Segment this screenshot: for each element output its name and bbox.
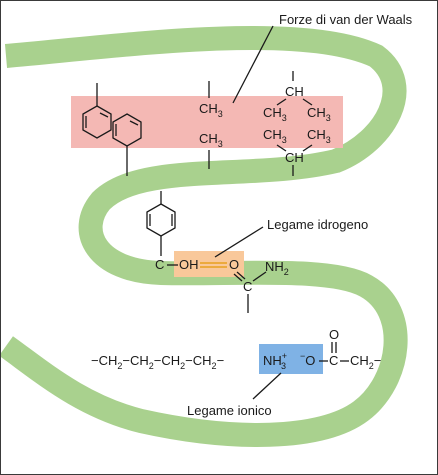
hydroxyl-group: OH — [179, 257, 199, 272]
ch-group-top: CH — [285, 84, 304, 99]
polypeptide-chain — [1, 26, 408, 447]
van-der-waals-structures: CH3 CH3 CH CH3 CH3 CH3 CH3 CH — [82, 71, 331, 176]
carbonyl-oxygen-2: O — [329, 327, 339, 342]
c-atom-2: C — [243, 279, 252, 294]
methyl-group-2: CH3 — [199, 131, 223, 149]
amide-group: NH2 — [265, 259, 289, 277]
benzene-ring-1 — [82, 105, 112, 139]
hydrogen-bond-structures: C OH O C NH2 — [146, 191, 289, 313]
c-atom-1: C — [155, 257, 164, 272]
hydrogen-bond-label: Legame idrogeno — [267, 217, 368, 232]
ch-group-bottom: CH — [285, 150, 304, 165]
c-atom-3: C — [329, 353, 338, 368]
carboxylate-oxygen: −O — [300, 351, 315, 368]
methyl-group-5: CH3 — [263, 127, 287, 145]
ionic-bond-label: Legame ionico — [187, 403, 272, 418]
methyl-group-6: CH3 — [307, 127, 331, 145]
hydrogen-bond-box — [174, 251, 244, 277]
phenol-ring — [146, 203, 176, 237]
ammonium-group: NH+3 — [263, 351, 287, 371]
van-der-waals-label: Forze di van der Waals — [279, 12, 413, 27]
ionic-bond-structures: −CH2−CH2−CH2−CH2− NH+3 −O C O CH2− — [91, 327, 381, 371]
ionic-bond-pointer — [252, 372, 282, 400]
methyl-group-3: CH3 — [263, 105, 287, 123]
methyl-group-1: CH3 — [199, 101, 223, 119]
carbonyl-oxygen: O — [229, 257, 239, 272]
ionic-chain-left: −CH2−CH2−CH2−CH2− — [91, 353, 224, 371]
van-der-waals-pointer — [232, 25, 274, 104]
ionic-chain-right: CH2− — [350, 353, 381, 371]
methyl-group-4: CH3 — [307, 105, 331, 123]
hydrogen-bond-pointer — [214, 226, 264, 258]
ionic-bond-box — [259, 344, 323, 374]
